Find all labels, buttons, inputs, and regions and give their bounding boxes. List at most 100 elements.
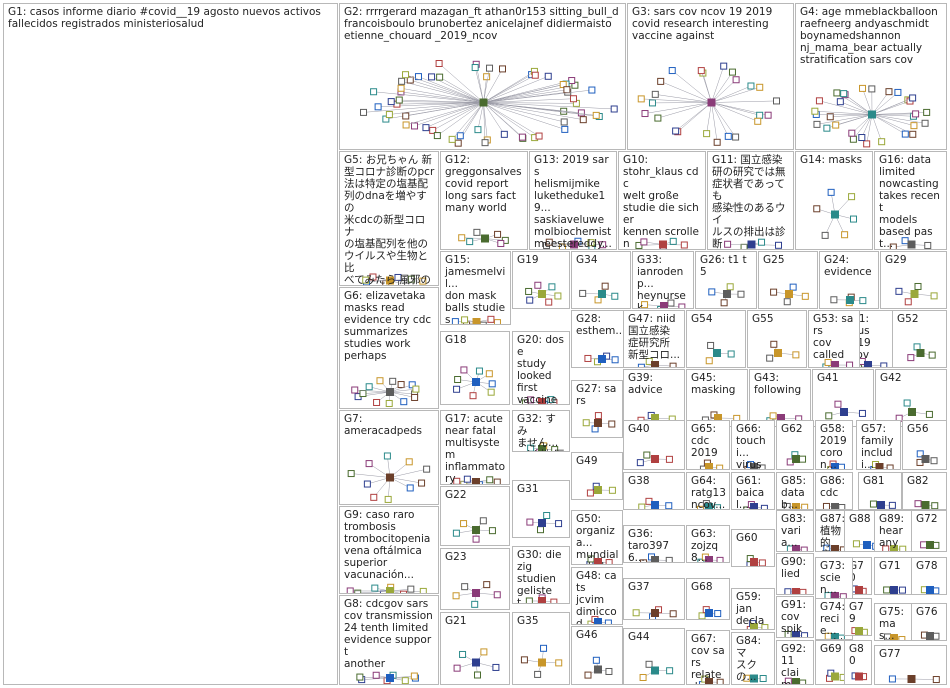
g53-node bbox=[847, 362, 853, 367]
group-panel-g53: G53: sars cov called bbox=[808, 310, 860, 368]
g38-hub-node bbox=[651, 501, 659, 509]
group-label-g80: G80 bbox=[849, 643, 868, 667]
g23-node bbox=[462, 584, 468, 590]
g6-node bbox=[374, 399, 380, 405]
g82-node bbox=[932, 503, 938, 509]
group-panel-g1: G1: casos informe diario #covid__19 agos… bbox=[3, 3, 338, 685]
group-panel-g39: G39: advice bbox=[623, 369, 685, 427]
g47-node bbox=[638, 364, 644, 367]
g46-hub-node bbox=[594, 666, 602, 674]
group-panel-g24: G24: evidence bbox=[819, 251, 879, 309]
group-label-g44: G44 bbox=[628, 631, 681, 643]
group-panel-g76: G76 bbox=[911, 603, 947, 641]
group-panel-g26: G26: t1 t5 bbox=[695, 251, 757, 309]
g2-node bbox=[532, 72, 538, 78]
group-panel-g52: G52 bbox=[892, 310, 947, 368]
group-panel-g28: G28: esthem... bbox=[571, 310, 631, 368]
group-panel-g78: G78 bbox=[911, 557, 947, 595]
g49-hub-node bbox=[594, 486, 602, 494]
g14-node bbox=[842, 232, 848, 238]
group-panel-g55: G55 bbox=[747, 310, 807, 368]
g27-node bbox=[583, 420, 589, 426]
g55-node bbox=[767, 355, 773, 361]
group-panel-g86: G86: cdc bbox=[815, 472, 853, 510]
g42-node bbox=[926, 411, 932, 417]
g14-node bbox=[828, 189, 834, 195]
g2-node bbox=[403, 122, 409, 128]
g7-node bbox=[364, 481, 370, 487]
group-label-g77: G77 bbox=[879, 648, 943, 660]
g31-node bbox=[556, 521, 562, 527]
group-panel-g80: G80 bbox=[844, 640, 872, 685]
group-label-g4: G4: age mmeblackballoon raefneerg andyas… bbox=[800, 6, 943, 66]
group-panel-g79: G79 bbox=[844, 598, 872, 636]
g12-node bbox=[498, 241, 504, 247]
group-label-g36: G36: taro3976... melicia_e... bbox=[628, 528, 681, 563]
g62-hub-node bbox=[792, 455, 800, 463]
g8-node bbox=[373, 672, 379, 678]
g12-node bbox=[474, 229, 480, 235]
group-label-g37: G37 bbox=[628, 581, 681, 593]
group-label-g23: G23 bbox=[445, 551, 506, 563]
g25-node bbox=[802, 293, 808, 299]
g86-node bbox=[823, 503, 829, 509]
g2-node bbox=[388, 99, 394, 105]
group-panel-g30: G30: die zig studien gelistet... bbox=[512, 546, 570, 604]
g7-node bbox=[385, 496, 391, 502]
g35-hub-node bbox=[538, 659, 546, 667]
g8-node bbox=[411, 673, 417, 679]
g54-node bbox=[728, 351, 734, 357]
g22-node bbox=[480, 518, 486, 524]
g9-hub-node bbox=[386, 587, 394, 593]
g3-node bbox=[748, 83, 754, 89]
group-label-g56: G56 bbox=[907, 423, 943, 435]
g19-node bbox=[549, 284, 555, 290]
group-panel-g8: G8: cdcgov sars cov transmission 24 tent… bbox=[339, 595, 439, 685]
g90-node bbox=[785, 589, 791, 594]
g2-node bbox=[482, 140, 488, 146]
g52-node bbox=[908, 355, 914, 361]
g34-hub-node bbox=[598, 290, 606, 298]
group-label-g40: G40 bbox=[628, 423, 681, 435]
g53-hub-node bbox=[831, 361, 839, 367]
g3-node bbox=[765, 112, 771, 118]
g4-node bbox=[859, 135, 865, 141]
g44-hub-node bbox=[651, 667, 659, 675]
group-label-g78: G78 bbox=[916, 560, 943, 572]
group-panel-g5: G5: お兄ちゃん 新 型コロナ診断のpcr 法は特定の塩基配 列のdnaを増や… bbox=[339, 151, 439, 286]
g24-hub-node bbox=[846, 296, 854, 304]
g2-node bbox=[593, 112, 599, 118]
group-panel-g18: G18 bbox=[440, 331, 510, 405]
group-label-g42: G42 bbox=[880, 372, 943, 384]
g4-node bbox=[879, 139, 885, 145]
g2-node bbox=[361, 109, 367, 115]
g8-node bbox=[402, 678, 408, 684]
g22-hub-node bbox=[472, 526, 480, 534]
g2-node bbox=[434, 133, 440, 139]
g7-edge bbox=[351, 474, 390, 478]
g2-edge bbox=[475, 68, 483, 103]
g23-node bbox=[494, 592, 500, 598]
g21-node bbox=[454, 665, 460, 671]
group-panel-g77: G77 bbox=[874, 645, 947, 685]
group-label-g55: G55 bbox=[752, 313, 803, 325]
g35-node bbox=[541, 645, 547, 651]
group-label-g91: G91: cov spike... bbox=[781, 599, 810, 638]
group-label-g34: G34 bbox=[576, 254, 627, 266]
g27-node bbox=[595, 413, 601, 419]
group-panel-g91: G91: cov spike... bbox=[776, 596, 814, 638]
g81-hub-node bbox=[877, 501, 885, 509]
g28-node bbox=[612, 357, 618, 363]
g6-node bbox=[390, 378, 396, 384]
g80-hub-node bbox=[855, 673, 863, 681]
g2-node bbox=[501, 131, 507, 137]
group-panel-g33: G33: ianrodenp... heynursek... tabathaso… bbox=[632, 251, 694, 309]
g4-node bbox=[869, 86, 875, 92]
g18-node bbox=[489, 381, 495, 387]
group-label-g84: G84: マ スクの... bbox=[736, 635, 771, 683]
g4-edge bbox=[819, 101, 872, 115]
g86-hub-node bbox=[831, 503, 839, 509]
g2-node bbox=[475, 127, 481, 133]
g21-hub-node bbox=[472, 659, 480, 667]
g88-node bbox=[853, 541, 859, 547]
